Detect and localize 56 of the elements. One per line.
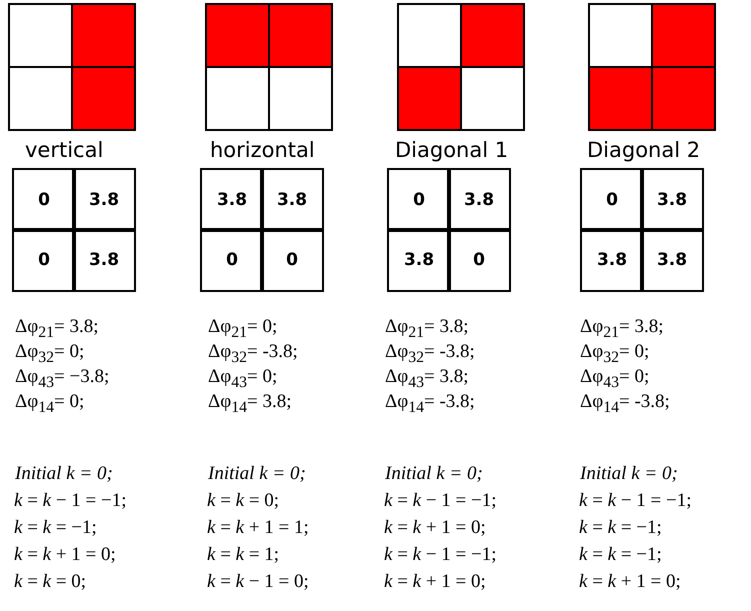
grid-title: horizontal (210, 138, 315, 162)
k-update-equation: k = k + 1 = 1; (207, 517, 309, 539)
phase-equation: Δφ$_{14}$= -3.8; (580, 391, 670, 417)
k-update-equation: k = k = 0; (207, 490, 280, 512)
phase-equation: Δφ$_{32}$= 0; (580, 341, 650, 367)
initial-condition: Initial k = 0; (15, 463, 113, 485)
value-cell: 3.8 (640, 228, 704, 292)
value-cell: 0 (200, 228, 264, 292)
value-cell: 3.8 (640, 168, 704, 232)
k-update-equation: k = k + 1 = 0; (14, 544, 116, 566)
phase-equation: Δφ$_{32}$= -3.8; (208, 341, 298, 367)
value-cell: 3.8 (72, 168, 136, 232)
k-update-equation: k = k − 1 = −1; (14, 490, 127, 512)
initial-condition: Initial k = 0; (385, 463, 483, 485)
value-cell: 0 (260, 228, 324, 292)
phase-equation: Δφ$_{14}$= 0; (15, 391, 84, 417)
phase-equation: Δφ$_{32}$= 0; (15, 341, 84, 367)
phase-equation: Δφ$_{14}$= 3.8; (208, 391, 292, 417)
k-update-equation: k = k = 0; (14, 571, 86, 593)
phase-equation: Δφ$_{43}$= 3.8; (385, 366, 469, 392)
value-cell: 0 (12, 168, 76, 232)
value-cell: 3.8 (72, 228, 136, 292)
value-cell: 0 (387, 168, 451, 232)
phase-equation: Δφ$_{21}$= 3.8; (15, 316, 99, 342)
phase-equation: Δφ$_{43}$= −3.8; (15, 366, 110, 392)
phase-equation: Δφ$_{43}$= 0; (208, 366, 278, 392)
k-update-equation: k = k − 1 = −1; (384, 490, 497, 512)
phase-equation: Δφ$_{14}$= -3.8; (385, 391, 475, 417)
phase-equation: Δφ$_{21}$= 0; (208, 316, 278, 342)
k-update-equation: k = k + 1 = 0; (384, 517, 486, 539)
value-cell: 0 (580, 168, 644, 232)
grid-title: vertical (25, 138, 104, 162)
value-cell: 3.8 (387, 228, 451, 292)
k-update-equation: k = k − 1 = −1; (579, 490, 692, 512)
k-update-equation: k = k − 1 = −1; (384, 544, 497, 566)
value-cell: 3.8 (447, 168, 511, 232)
phase-equation: Δφ$_{43}$= 0; (580, 366, 650, 392)
value-cell: 3.8 (260, 168, 324, 232)
grid-title: Diagonal 2 (587, 138, 700, 162)
k-update-equation: k = k + 1 = 0; (579, 571, 681, 593)
value-cell: 0 (12, 228, 76, 292)
k-update-equation: k = k = −1; (579, 517, 662, 539)
phase-equation: Δφ$_{32}$= -3.8; (385, 341, 475, 367)
value-cell: 3.8 (200, 168, 264, 232)
initial-condition: Initial k = 0; (208, 463, 306, 485)
value-cell: 0 (447, 228, 511, 292)
phase-equation: Δφ$_{21}$= 3.8; (580, 316, 664, 342)
k-update-equation: k = k + 1 = 0; (384, 571, 486, 593)
value-cell: 3.8 (580, 228, 644, 292)
k-update-equation: k = k = −1; (14, 517, 97, 539)
initial-condition: Initial k = 0; (580, 463, 678, 485)
grid-title: Diagonal 1 (395, 138, 508, 162)
k-update-equation: k = k = −1; (579, 544, 662, 566)
phase-equation: Δφ$_{21}$= 3.8; (385, 316, 469, 342)
k-update-equation: k = k − 1 = 0; (207, 571, 309, 593)
k-update-equation: k = k = 1; (207, 544, 280, 566)
